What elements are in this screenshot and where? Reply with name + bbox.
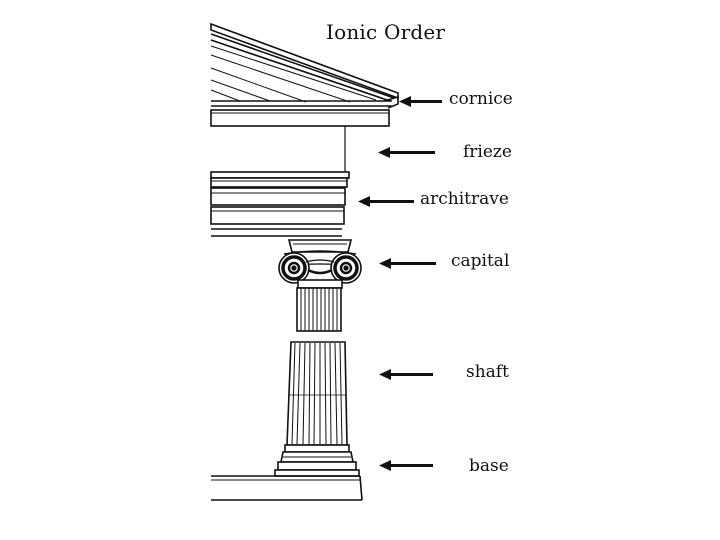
label-architrave: architrave bbox=[420, 189, 509, 209]
pediment bbox=[210, 22, 399, 109]
lower-shaft bbox=[286, 341, 348, 446]
label-shaft: shaft bbox=[466, 362, 509, 382]
label-cornice: cornice bbox=[449, 89, 513, 109]
cornice-moulding bbox=[210, 100, 392, 127]
stylobate bbox=[211, 475, 363, 501]
arrow-capital bbox=[379, 258, 436, 269]
arrow-architrave bbox=[358, 196, 414, 207]
arrow-cornice bbox=[399, 96, 442, 107]
label-frieze: frieze bbox=[463, 142, 512, 162]
label-capital: capital bbox=[451, 251, 510, 271]
arrow-shaft bbox=[379, 369, 433, 380]
diagram-title: Ionic Order bbox=[326, 20, 446, 44]
arrow-frieze bbox=[378, 147, 435, 158]
architrave bbox=[210, 171, 350, 237]
pointer-arrows bbox=[358, 96, 442, 471]
capital bbox=[278, 239, 362, 289]
arrow-base bbox=[379, 460, 433, 471]
upper-shaft bbox=[296, 287, 342, 332]
column-base bbox=[274, 444, 360, 477]
label-base: base bbox=[469, 456, 509, 476]
